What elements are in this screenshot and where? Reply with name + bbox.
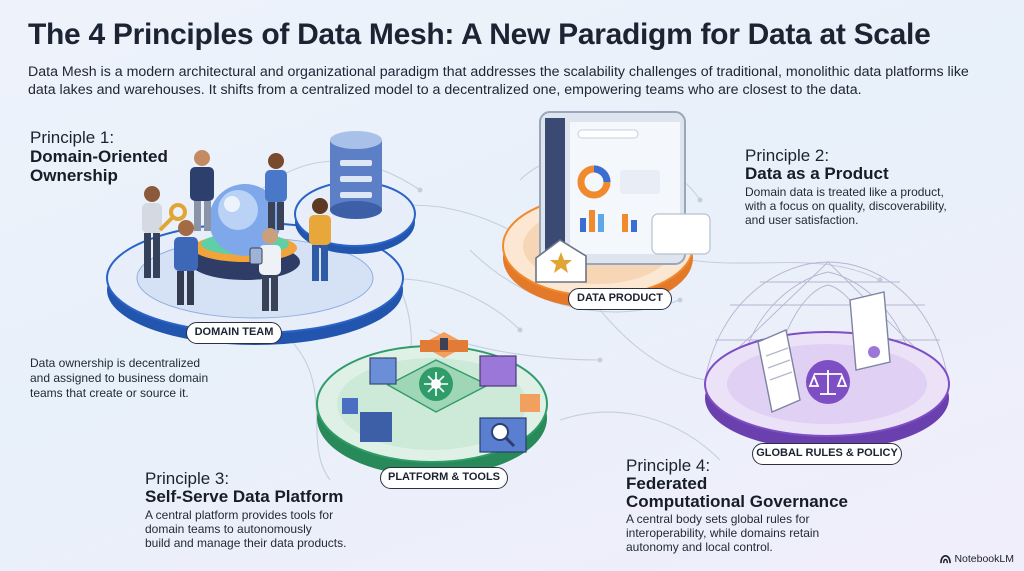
person-icon xyxy=(309,198,331,281)
person-icon xyxy=(265,153,287,230)
principle-1-name-line1: Domain-Oriented xyxy=(30,147,168,166)
notebooklm-logo-icon xyxy=(940,554,952,563)
product-card-icon xyxy=(651,213,711,255)
principle-1-desc-line3: teams that create or source it. xyxy=(30,386,189,400)
key-icon xyxy=(158,203,187,232)
principle-2-name-line1: Data as a Product xyxy=(745,164,889,183)
global-rules-label: GLOBAL RULES & POLICY xyxy=(752,443,902,465)
principle-4-heading: Principle 4: xyxy=(626,456,711,475)
principle-2-desc-line2: with a focus on quality, discoverability… xyxy=(745,199,947,213)
principle-4-desc-line2: interoperability, while domains retain xyxy=(626,526,820,540)
person-icon xyxy=(259,228,281,311)
principle-4-name-line2: Computational Governance xyxy=(626,492,848,511)
principle-4-desc-line1: A central body sets global rules for xyxy=(626,512,810,526)
principle-3-heading: Principle 3: xyxy=(145,469,230,488)
donut-chart-icon xyxy=(577,165,611,199)
bar-chart-icon xyxy=(580,170,660,232)
platform-tools-label: PLATFORM & TOOLS xyxy=(380,467,508,489)
document-icon xyxy=(849,291,891,371)
brand-watermark: NotebookLM xyxy=(940,553,1014,565)
intro-paragraph: Data Mesh is a modern architectural and … xyxy=(28,64,969,98)
database-icon xyxy=(330,131,382,219)
principle-3-desc-line1: A central platform provides tools for xyxy=(145,508,334,522)
page-title: The 4 Principles of Data Mesh: A New Par… xyxy=(28,18,931,51)
brand-name: NotebookLM xyxy=(954,553,1014,565)
data-product-label: DATA PRODUCT xyxy=(568,288,672,310)
person-icon xyxy=(142,186,162,278)
principle-3-name-line1: Self-Serve Data Platform xyxy=(145,487,344,506)
magnifier-icon xyxy=(479,417,527,453)
principle-3-desc-line3: build and manage their data products. xyxy=(145,536,347,550)
principle-3-desc-line2: domain teams to autonomously xyxy=(145,522,312,536)
principle-4-name-line1: Federated xyxy=(626,474,708,493)
price-tag-star-icon xyxy=(535,239,587,283)
person-icon xyxy=(174,220,198,305)
principle-2-desc-line3: and user satisfaction. xyxy=(745,213,859,227)
hammer-icon xyxy=(420,332,468,358)
principle-1-desc-line2: and assigned to business domain xyxy=(30,371,209,385)
domain-team-label: DOMAIN TEAM xyxy=(186,322,282,344)
principle-1-desc-line1: Data ownership is decentralized xyxy=(30,356,201,370)
document-icon xyxy=(757,329,801,413)
principle-2-heading: Principle 2: xyxy=(745,146,830,165)
principle-1-name-line2: Ownership xyxy=(30,166,118,185)
building-block-icon xyxy=(342,355,540,442)
tablet-icon xyxy=(249,247,263,265)
person-icon xyxy=(190,150,214,231)
principle-4-desc-line3: autonomy and local control. xyxy=(626,540,773,554)
network-hub-icon xyxy=(386,359,490,413)
principle-2-desc-line1: Domain data is treated like a product, xyxy=(745,185,944,199)
scales-of-justice-icon xyxy=(806,360,850,404)
principle-1-heading: Principle 1: xyxy=(30,128,115,147)
